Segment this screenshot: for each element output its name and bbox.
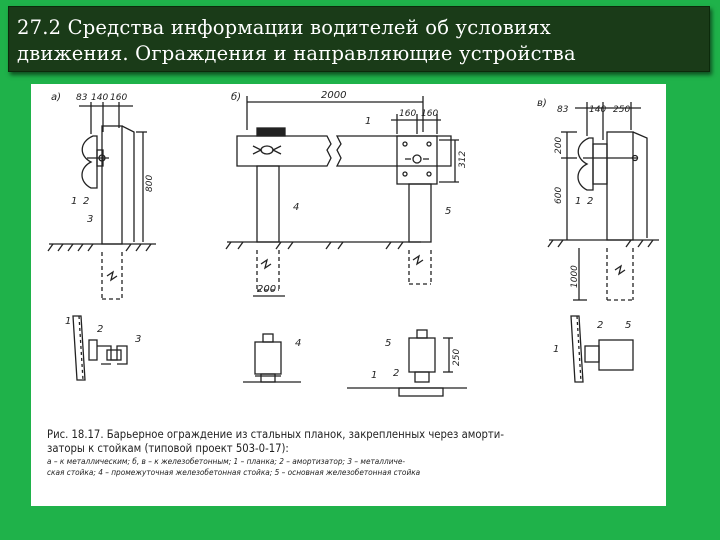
svg-text:2: 2 — [597, 320, 603, 331]
svg-text:83: 83 — [557, 105, 569, 115]
svg-text:140: 140 — [91, 93, 108, 103]
slide-title: 27.2 Средства информации водителей об ус… — [17, 15, 707, 67]
slide-title-line1: 27.2 Средства информации водителей об ус… — [17, 16, 551, 39]
svg-text:2: 2 — [587, 196, 593, 207]
svg-text:3: 3 — [87, 214, 93, 225]
caption-line4: ская стойка; 4 – промежуточная железобет… — [47, 467, 421, 477]
svg-text:1: 1 — [71, 196, 77, 207]
w-beam-a — [81, 135, 98, 189]
svg-text:600: 600 — [554, 187, 564, 204]
svg-text:4: 4 — [295, 338, 301, 349]
svg-text:200: 200 — [554, 137, 564, 154]
svg-text:250: 250 — [613, 105, 630, 115]
post-4 — [256, 165, 280, 243]
svg-text:160: 160 — [421, 109, 438, 119]
caption-line2: заторы к стойкам (типовой проект 503-0-1… — [47, 442, 289, 455]
svg-text:1: 1 — [575, 196, 581, 207]
plank-b-left — [236, 135, 332, 167]
figure-caption: Рис. 18.17. Барьерное ограждение из стал… — [47, 428, 647, 478]
technical-drawing: а) б) в) 83 140 160 800 2000 160 160 312… — [31, 84, 666, 506]
svg-text:160: 160 — [110, 93, 127, 103]
plank-b-right — [335, 135, 452, 167]
svg-text:5: 5 — [625, 320, 631, 331]
svg-text:2: 2 — [83, 196, 89, 207]
svg-text:2000: 2000 — [321, 90, 346, 101]
svg-text:160: 160 — [399, 109, 416, 119]
panel-label-b: б) — [231, 91, 241, 103]
drawing-svg: а) б) в) 83 140 160 800 2000 160 160 312… — [47, 90, 659, 397]
post-5 — [408, 183, 432, 243]
svg-text:200: 200 — [257, 284, 276, 295]
svg-text:312: 312 — [458, 151, 468, 168]
svg-text:5: 5 — [445, 206, 451, 217]
svg-text:1: 1 — [365, 116, 371, 127]
svg-text:1: 1 — [553, 344, 559, 355]
svg-text:1: 1 — [65, 316, 71, 327]
steel-post-a — [101, 125, 123, 245]
caption-line3: а – к металлическим; б, в – к железобето… — [47, 456, 406, 466]
svg-text:83: 83 — [76, 93, 88, 103]
post-plan-v — [598, 339, 634, 371]
svg-text:140: 140 — [589, 105, 606, 115]
svg-text:3: 3 — [135, 334, 141, 345]
concrete-post-v — [606, 131, 634, 241]
plank-plan-v — [570, 315, 584, 383]
post-plan-4 — [254, 341, 282, 375]
caption-line1: Рис. 18.17. Барьерное ограждение из стал… — [47, 428, 504, 441]
svg-text:1000: 1000 — [570, 265, 580, 288]
svg-text:2: 2 — [97, 324, 103, 335]
svg-text:250: 250 — [452, 349, 462, 366]
svg-text:5: 5 — [385, 338, 391, 349]
svg-text:2: 2 — [393, 368, 399, 379]
slide-title-line2: движения. Ограждения и направляющие устр… — [17, 42, 576, 65]
svg-text:1: 1 — [371, 370, 377, 381]
post-plan-5 — [408, 337, 436, 373]
plank-plan-a — [72, 315, 86, 381]
post-plan-a — [97, 345, 128, 365]
slide-title-box: 27.2 Средства информации водителей об ус… — [8, 6, 710, 72]
w-beam-v — [577, 137, 594, 191]
svg-text:800: 800 — [145, 175, 155, 192]
svg-text:4: 4 — [293, 202, 299, 213]
panel-label-v: в) — [537, 98, 547, 109]
panel-label-a: а) — [51, 92, 61, 103]
